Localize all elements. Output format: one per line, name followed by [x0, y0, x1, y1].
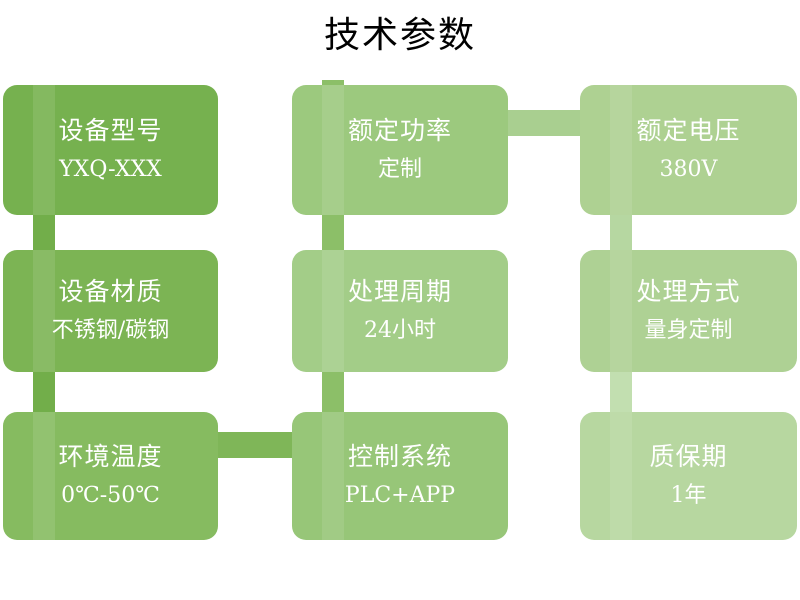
- card-temperature[interactable]: 环境温度 0℃-50℃: [3, 412, 218, 540]
- card-value: PLC+APP: [344, 483, 456, 508]
- card-value: 380V: [659, 157, 718, 182]
- card-accent-bar: [33, 250, 55, 372]
- card-accent-bar: [610, 85, 632, 215]
- card-title: 设备材质: [58, 277, 163, 306]
- page-title: 技术参数: [323, 15, 476, 56]
- card-voltage[interactable]: 额定电压 380V: [580, 85, 797, 215]
- card-material[interactable]: 设备材质 不锈钢/碳钢: [3, 250, 218, 372]
- card-accent-bar: [610, 250, 632, 372]
- card-warranty[interactable]: 质保期 1年: [580, 412, 797, 540]
- card-title: 额定电压: [636, 116, 741, 145]
- card-title: 额定功率: [347, 116, 452, 145]
- card-title: 环境温度: [58, 442, 163, 471]
- card-accent-bar: [322, 412, 344, 540]
- card-accent-bar: [322, 250, 344, 372]
- card-title: 控制系统: [347, 442, 452, 471]
- card-cycle[interactable]: 处理周期 24小时: [292, 250, 508, 372]
- card-value: YXQ-XXX: [59, 157, 162, 182]
- card-title: 质保期: [649, 442, 728, 471]
- card-value: 定制: [377, 157, 422, 182]
- card-accent-bar: [322, 85, 344, 215]
- card-method[interactable]: 处理方式 量身定制: [580, 250, 797, 372]
- card-title: 处理方式: [636, 277, 741, 306]
- card-accent-bar: [33, 85, 55, 215]
- card-title: 设备型号: [58, 116, 163, 145]
- card-value: 不锈钢/碳钢: [51, 318, 170, 343]
- card-accent-bar: [33, 412, 55, 540]
- card-control[interactable]: 控制系统 PLC+APP: [292, 412, 508, 540]
- card-title: 处理周期: [347, 277, 452, 306]
- card-value: 0℃-50℃: [61, 483, 160, 508]
- card-power[interactable]: 额定功率 定制: [292, 85, 508, 215]
- card-value: 量身定制: [644, 318, 733, 343]
- card-accent-bar: [610, 412, 632, 540]
- card-value: 1年: [670, 483, 707, 508]
- card-model[interactable]: 设备型号 YXQ-XXX: [3, 85, 218, 215]
- card-value: 24小时: [364, 318, 436, 343]
